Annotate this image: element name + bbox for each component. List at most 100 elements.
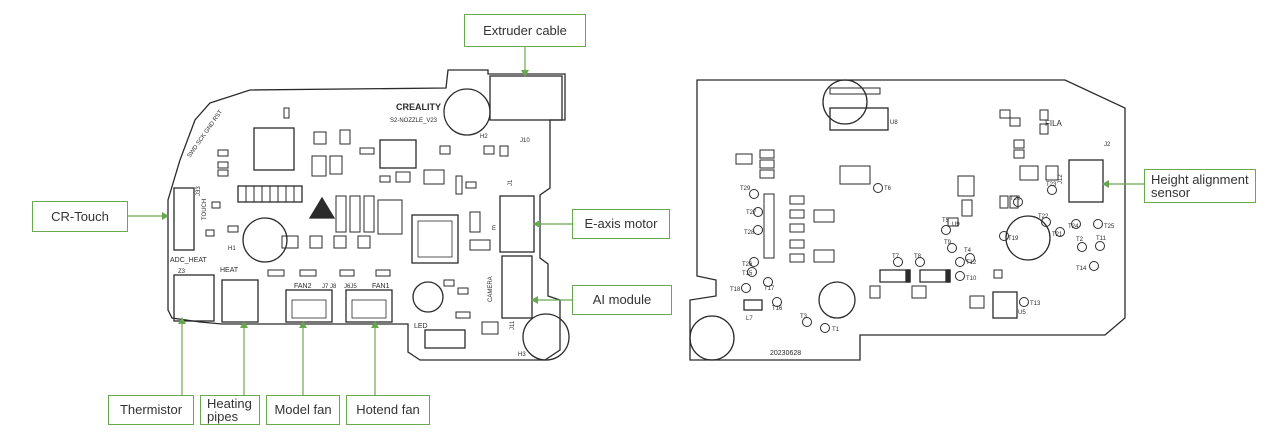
camera-label: CAMERA	[488, 276, 494, 302]
l7-label: L7	[746, 316, 753, 322]
test-point-label: T21	[1052, 232, 1063, 238]
connector-fan1	[345, 289, 393, 323]
chip-u8	[829, 107, 889, 131]
adc-heat-label: ADC_HEAT	[170, 257, 208, 264]
j12-label: J12	[1058, 174, 1064, 184]
j1-label: J1	[508, 179, 514, 186]
connector-thermistor	[173, 274, 215, 322]
inductor-l7	[743, 299, 763, 311]
test-point-label: T17	[764, 286, 775, 292]
touch-label: TOUCH	[202, 199, 208, 220]
test-point-label: T23	[1046, 182, 1057, 188]
h3-label: H3	[518, 352, 526, 358]
test-point-label: T16	[772, 306, 783, 312]
e-label: E	[492, 226, 496, 232]
test-point-label: T9	[944, 240, 952, 246]
callout-thermistor: Thermistor	[108, 395, 194, 425]
test-point-label: T29	[740, 186, 751, 192]
test-point-label: T1	[832, 327, 840, 333]
callout-heating-pipes: Heating pipes	[200, 395, 260, 425]
mount-hole-h3	[522, 313, 570, 361]
test-point-label: T20	[1010, 196, 1021, 202]
h1-label: H1	[228, 246, 236, 252]
back-board	[689, 79, 1126, 361]
test-point-label: T7	[892, 254, 900, 260]
mcu-u4	[411, 214, 459, 264]
fila-label: FILA	[1045, 119, 1063, 128]
inductor-l2	[379, 139, 417, 169]
test-point-label: T18	[730, 287, 741, 293]
j2-label: J2	[1104, 142, 1111, 148]
leader-lines	[128, 47, 1144, 395]
silk-swd: SWD SCK GND RST	[187, 109, 225, 159]
u9-label: U9	[952, 222, 960, 228]
connector-e-axis	[499, 195, 535, 253]
test-point-label: T24	[1068, 224, 1079, 230]
mount-hole-right	[1005, 215, 1051, 261]
test-point-label: T8	[914, 254, 922, 260]
test-point-label: T15	[742, 271, 753, 277]
callout-hotend-fan: Hotend fan	[346, 395, 430, 425]
j10-label: J10	[520, 138, 530, 144]
h2-label: H2	[480, 134, 488, 140]
test-point-markers	[741, 183, 1105, 333]
callout-cr-touch: CR-Touch	[32, 201, 128, 232]
connector-heat	[221, 279, 259, 323]
component-u5	[992, 291, 1018, 319]
test-point-label: T11	[1096, 236, 1107, 242]
connector-touch	[173, 187, 195, 251]
brand-label: CREALITY	[396, 102, 441, 112]
u5-label: U5	[1018, 310, 1026, 316]
j6j5-label: J6J5	[344, 284, 357, 290]
test-point-label: T14	[1076, 266, 1087, 272]
warning-logo	[308, 196, 336, 219]
test-point-label: T28	[744, 230, 755, 236]
fan2-label: FAN2	[294, 283, 312, 290]
j33-label: J33	[196, 186, 202, 196]
chip-u1	[253, 127, 295, 171]
test-point-label: T2	[1076, 237, 1084, 243]
back-board-outline	[689, 79, 1126, 361]
test-point-label: T25	[1104, 224, 1115, 230]
connector-j10	[489, 75, 563, 121]
test-point-label: T12	[966, 260, 977, 266]
fan1-label: FAN1	[372, 283, 390, 290]
test-point-label: T22	[1038, 214, 1049, 220]
mount-hole-h2	[443, 88, 491, 136]
model-label: S2-NOZZLE_V23	[390, 118, 438, 124]
test-point-label: T5	[942, 218, 950, 224]
test-point-label: T27	[746, 210, 757, 216]
mount-hole-top	[822, 79, 868, 125]
mount-hole-h1	[242, 217, 288, 263]
test-point-label: T26	[742, 262, 753, 268]
callout-height-alignment-sensor: Height alignment sensor	[1144, 169, 1256, 203]
connector-j12	[1068, 159, 1104, 203]
z3-label: Z3	[178, 269, 186, 275]
j11-label: J11	[510, 320, 516, 330]
test-point-label: T6	[884, 186, 892, 192]
date-code-label: 20230628	[770, 350, 801, 357]
test-point-label: T10	[966, 276, 977, 282]
back-board-labels: 20230628 FILA J2 J12 U5 U8 U9 L7	[746, 119, 1111, 357]
u8-label: U8	[890, 120, 898, 126]
mount-hole-small	[412, 281, 444, 313]
front-board	[167, 69, 570, 361]
test-point-label: T19	[1008, 236, 1019, 242]
led-block	[424, 329, 466, 349]
callout-model-fan: Model fan	[266, 395, 340, 425]
mount-hole-corner	[689, 315, 735, 361]
j7j8-label: J7 J8	[322, 284, 337, 290]
mount-hole-bottom	[818, 281, 856, 319]
connector-camera	[501, 255, 533, 319]
front-board-outline	[167, 69, 566, 361]
test-point-label: T3	[800, 314, 808, 320]
callout-e-axis-motor: E-axis motor	[572, 209, 670, 239]
callout-extruder-cable: Extruder cable	[464, 14, 586, 47]
heat-label: HEAT	[220, 267, 239, 274]
test-point-label: T4	[964, 248, 972, 254]
led-label: LED	[414, 323, 428, 330]
connector-fan2	[285, 289, 333, 323]
